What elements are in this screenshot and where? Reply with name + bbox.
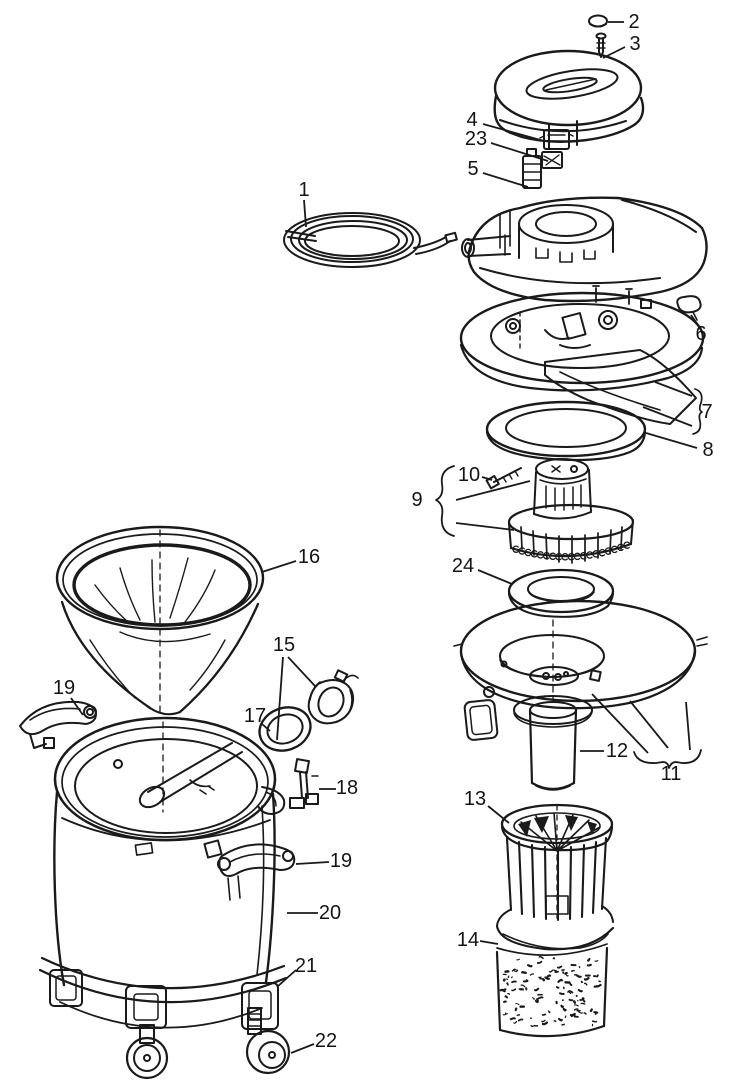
leader-line-9: [455, 480, 531, 501]
part-label-23: 23: [465, 128, 487, 150]
cloth-filter-part-16-drawing: [55, 525, 265, 813]
hose-elbow-part-15-drawing: [307, 669, 359, 725]
part-label-18: 18: [336, 777, 358, 799]
fan-plate-assembly-drawing: [453, 599, 708, 741]
coupling-ring-part-17-drawing: [258, 706, 312, 752]
part-label-16: 16: [298, 546, 320, 568]
line-art: [19, 14, 708, 1080]
leader-line-15: [276, 656, 284, 741]
motor-screw-part-10-drawing: [485, 467, 522, 490]
leader-line-4: [482, 123, 545, 142]
motor-cover-dome-drawing: [493, 49, 645, 149]
gasket-ring-part-8-drawing: [485, 400, 647, 462]
leader-line-8: [645, 432, 698, 449]
part-label-20: 20: [319, 902, 341, 924]
cap-part-2-drawing: [588, 14, 608, 28]
leader-line-9: [455, 522, 515, 531]
switch-part-4-drawing: [539, 129, 574, 150]
leader-line-19: [295, 861, 330, 865]
motor-assembly-part-9-drawing: [435, 458, 635, 564]
part-label-21: 21: [295, 955, 317, 977]
part-label-2: 2: [628, 11, 639, 33]
screw-part-3-drawing: [595, 32, 607, 58]
upper-motor-housing-drawing: [461, 196, 708, 303]
leader-line-6: [690, 314, 699, 326]
part-label-7: 7: [701, 401, 712, 423]
part-label-14: 14: [457, 929, 479, 951]
part-label-10: 10: [458, 464, 480, 486]
fan-vent-band: [512, 541, 630, 561]
leader-line-1: [303, 199, 307, 228]
cord-reel-deck-drawing: [459, 285, 705, 392]
leader-line-16: [261, 560, 297, 573]
part-label-1: 1: [298, 179, 309, 201]
bracket-part-11-drawing: [633, 749, 702, 769]
caster-part-22-drawing: [245, 1007, 291, 1075]
outlet-tube-part-12-drawing: [528, 701, 578, 791]
leader-line-24: [477, 569, 513, 585]
part-label-6: 6: [695, 323, 706, 345]
part-label-11: 11: [661, 763, 682, 785]
foam-texture: [499, 955, 602, 1028]
power-cord-part-1-drawing: [283, 212, 458, 268]
leader-line-14: [479, 940, 499, 945]
leader-line-15: [287, 656, 316, 687]
part-label-9: 9: [411, 489, 422, 511]
part-label-24: 24: [452, 555, 474, 577]
leader-line-13: [487, 805, 510, 824]
leader-line-19: [70, 697, 84, 716]
baffle-plate-part-7-drawing: [544, 349, 703, 435]
part-label-3: 3: [629, 33, 640, 55]
leader-line-3: [602, 46, 626, 59]
leader-line-7: [654, 381, 693, 397]
tank-part-20-drawing: [53, 790, 276, 987]
leader-line-21: [276, 969, 297, 988]
tank-rim-assembly-drawing: [53, 716, 286, 842]
leader-line-17: [261, 723, 271, 732]
part-label-12: 12: [606, 740, 628, 762]
leader-line-10: [481, 476, 493, 481]
foam-filter-part-14-drawing: [495, 943, 609, 1038]
handle-bracket-right-part-19-drawing: [203, 839, 296, 901]
clip-part-6-drawing: [676, 295, 702, 321]
leader-line-23: [490, 142, 549, 162]
motor-gasket-part-24-drawing: [507, 568, 615, 618]
part-label-15: 15: [273, 634, 295, 656]
part-label-13: 13: [464, 788, 486, 810]
callout-leader-lines: [70, 21, 699, 1054]
leader-line-7: [642, 406, 693, 427]
leader-line-11: [591, 693, 649, 754]
part-label-8: 8: [702, 439, 713, 461]
leader-line-5: [482, 172, 529, 188]
part-label-5: 5: [467, 158, 478, 180]
part-label-19: 19: [330, 850, 352, 872]
caster-front-drawing: [125, 1024, 169, 1080]
leader-line-11: [629, 700, 669, 749]
part-label-22: 22: [315, 1030, 337, 1052]
part-label-19: 19: [53, 677, 75, 699]
part-label-4: 4: [466, 109, 477, 131]
dolly-ring-part-21-drawing: [38, 956, 288, 1030]
leader-line-22: [290, 1043, 315, 1054]
filter-cage-part-13-drawing: [495, 803, 615, 951]
leader-line-11: [685, 701, 691, 751]
cord-hook-part-18-drawing: [289, 758, 319, 809]
stack-part-5-drawing: [522, 148, 542, 189]
callout-labels: 1234567891011121314151617181919202122232…: [53, 11, 714, 1052]
handle-bracket-left-part-19-drawing: [19, 700, 97, 749]
part-label-17: 17: [244, 705, 266, 727]
